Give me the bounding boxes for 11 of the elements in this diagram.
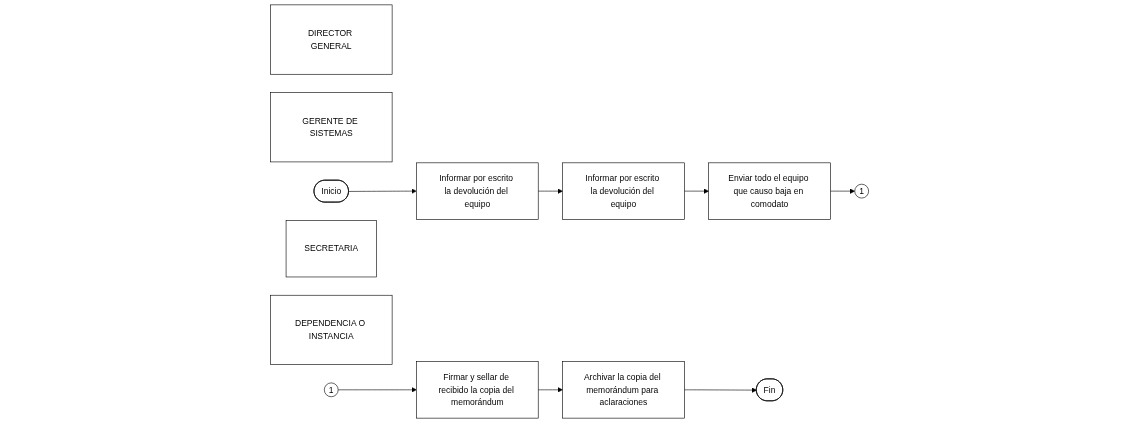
node-circle: 1 [324, 382, 339, 398]
node-box: Archivar la copia del memorándum para aclaraciones [562, 361, 685, 419]
node-box: SECRETARIA [285, 220, 377, 278]
node-box: DIRECTOR GENERAL [270, 4, 393, 75]
node-box: GERENTE DE SISTEMAS [270, 92, 393, 163]
node-circle: 1 [854, 183, 869, 199]
node-box: Informar por escrito la devolución del equipo [562, 162, 685, 220]
node-box: DEPENDENCIA O INSTANCIA [270, 294, 393, 365]
node-box: Informar por escrito la devolución del equipo [416, 162, 539, 220]
node-box: Enviar todo el equipo que causo baja en comodato [708, 162, 831, 220]
node-box: Firmar y sellar de recibido la copia del memorándum [416, 361, 539, 419]
